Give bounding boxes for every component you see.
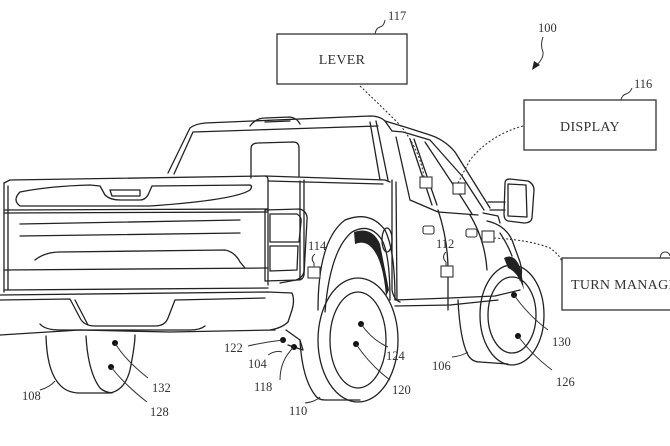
ref-112: 112 (436, 237, 454, 251)
ref-120: 120 (392, 383, 411, 397)
sensor-112 (440, 265, 454, 278)
ref-128: 128 (150, 405, 169, 419)
pickup-truck-drawing (0, 115, 545, 403)
ref-100-arrow (535, 36, 544, 67)
sensor-cab-b (452, 182, 466, 195)
ref-104: 104 (248, 357, 268, 371)
connector-lever (359, 85, 425, 178)
ref-116: 116 (634, 77, 652, 91)
ref-114: 114 (308, 239, 327, 253)
ref-130: 130 (552, 335, 571, 349)
ref-110: 110 (289, 404, 307, 418)
ref-118: 118 (254, 380, 272, 394)
sensor-cab-a (419, 176, 433, 189)
turn-manager-box: TURN MANAGER (561, 251, 670, 311)
ref-132: 132 (152, 381, 171, 395)
lever-box-label: LEVER (319, 53, 366, 68)
connector-turn-manager (493, 237, 563, 263)
lever-box: LEVER 117 (276, 9, 408, 85)
sensor-114 (307, 266, 321, 279)
display-box: DISPLAY 116 (523, 77, 657, 151)
ref-100: 100 (538, 21, 557, 35)
ref-108: 108 (22, 389, 41, 403)
ref-124: 124 (386, 349, 406, 363)
arrowhead-icon (532, 61, 540, 70)
turn-manager-box-label: TURN MANAGER (571, 278, 670, 293)
ref-106: 106 (432, 359, 451, 373)
ref-122: 122 (224, 341, 243, 355)
display-box-label: DISPLAY (560, 120, 620, 135)
connector-display (457, 125, 524, 184)
ref-117: 117 (388, 9, 406, 23)
sensor-front (481, 230, 495, 243)
ref-126: 126 (556, 375, 575, 389)
